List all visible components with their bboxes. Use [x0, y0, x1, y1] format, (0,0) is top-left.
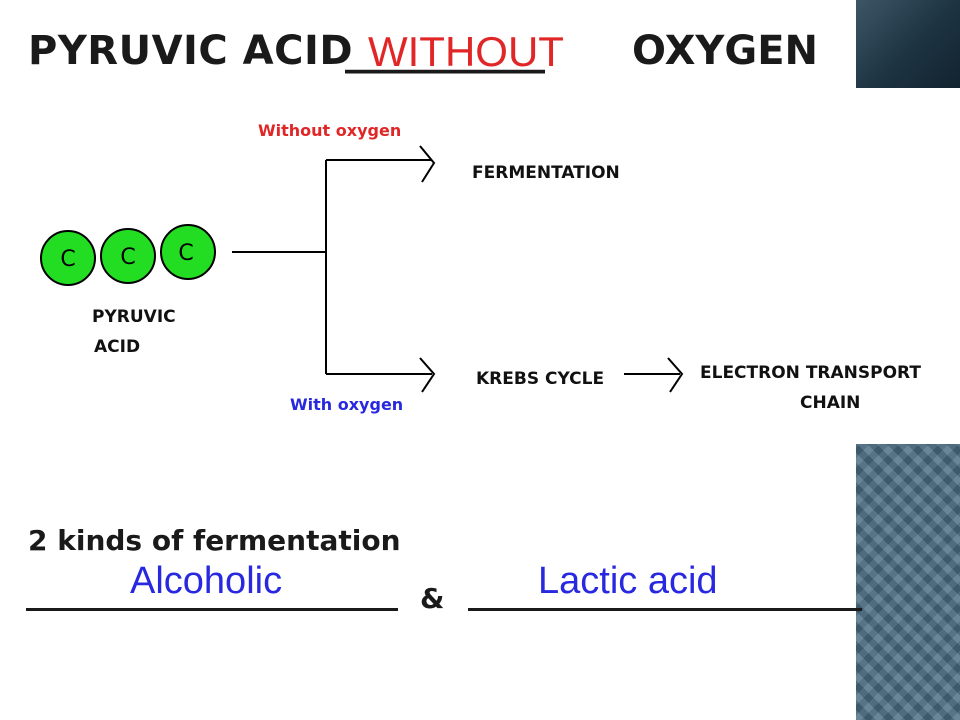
fermentation-label: FERMENTATION: [472, 163, 620, 183]
ampersand: &: [420, 582, 445, 615]
arrow-top-head: [419, 145, 436, 183]
blank-line-right: [468, 608, 862, 611]
krebs-cycle-label: KREBS CYCLE: [476, 369, 604, 389]
pyruvic-acid-pathway-diagram: C C C PYRUVIC ACID Without oxygen With o…: [40, 121, 921, 414]
fermentation-kinds-heading: 2 kinds of fermentation: [28, 524, 401, 557]
arrow-krebs-head: [667, 357, 684, 393]
answer-alcoholic: Alcoholic: [130, 560, 283, 602]
title-right: OXYGEN: [632, 28, 819, 74]
answer-lactic-acid: Lactic acid: [538, 560, 718, 602]
electron-transport-line2: CHAIN: [800, 393, 860, 413]
molecule-label-line2: ACID: [94, 337, 140, 357]
blank-line-left: [26, 608, 398, 611]
carbon-circle-3: [160, 224, 216, 280]
carbon-circle-2: [100, 228, 156, 284]
decorative-panel-bottom: [856, 444, 960, 720]
decorative-corner-top: [856, 0, 960, 88]
electron-transport-line1: ELECTRON TRANSPORT: [700, 363, 921, 383]
molecule-label-line1: PYRUVIC: [92, 307, 176, 327]
carbon-label-1: C: [60, 247, 75, 272]
title-blank-line: __________: [345, 28, 545, 74]
arrow-bottom-head: [419, 357, 436, 393]
carbon-label-3: C: [178, 241, 193, 266]
branch-top-label: Without oxygen: [258, 121, 401, 140]
carbon-circle-1: [40, 230, 96, 286]
title-left: PYRUVIC ACID: [28, 28, 354, 74]
branch-bottom-label: With oxygen: [290, 395, 403, 414]
title-answer: WITHOUT: [368, 28, 564, 75]
carbon-label-2: C: [120, 245, 135, 270]
